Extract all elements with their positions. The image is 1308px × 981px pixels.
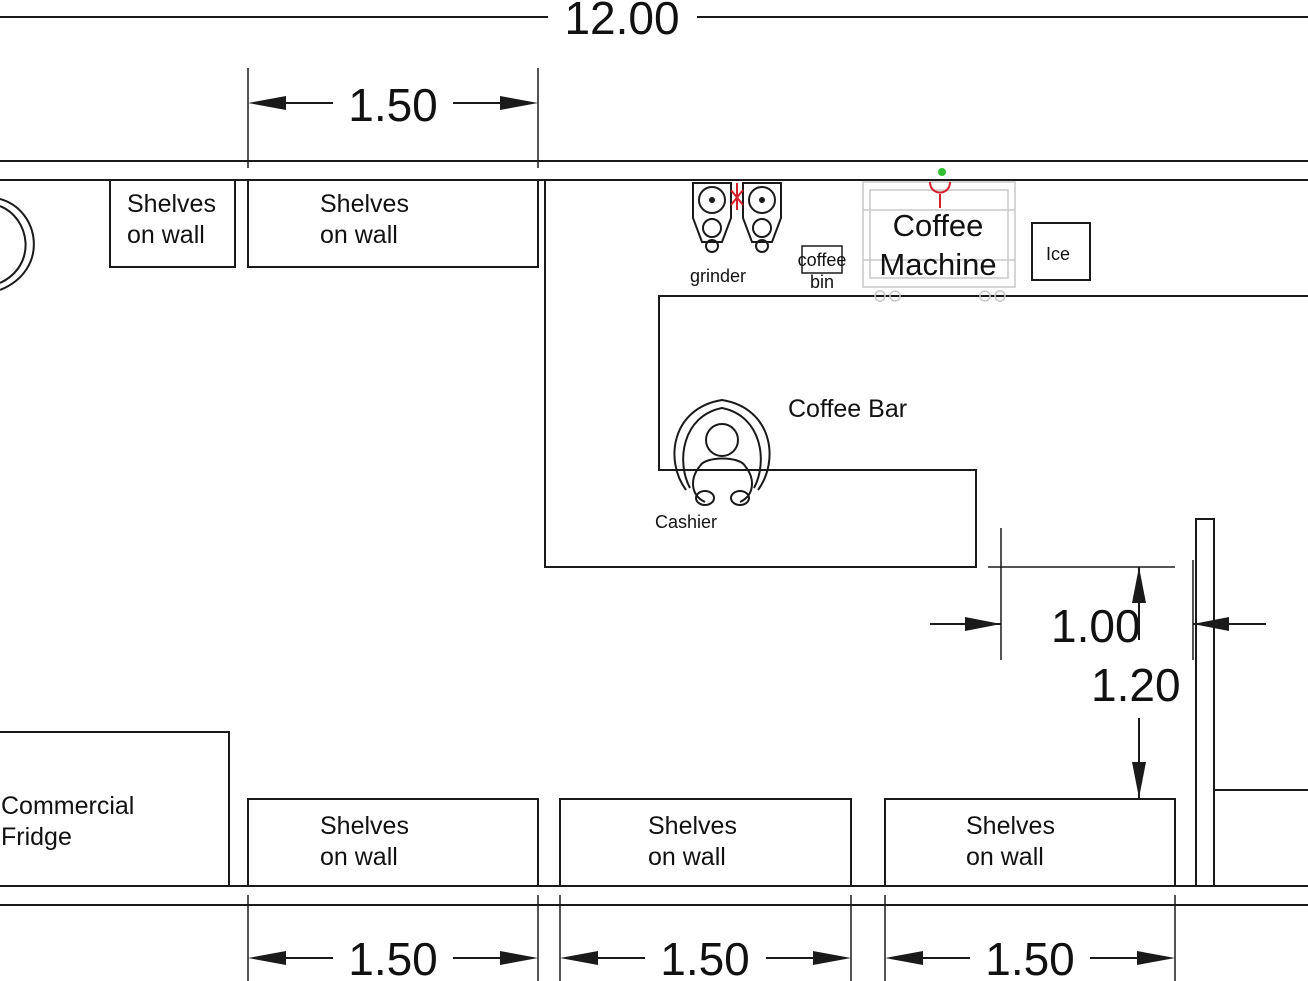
shelf-top-small-line2: on wall bbox=[127, 221, 205, 249]
coffee-machine: Coffee Machine bbox=[862, 168, 1016, 302]
fridge-line2: Fridge bbox=[1, 823, 72, 851]
shelf-top-small: Shelves on wall bbox=[109, 179, 236, 268]
coffee-bin-line1: coffee bbox=[798, 250, 847, 270]
gap-h-dimension: 1.00 bbox=[930, 528, 1266, 660]
right-partition bbox=[1195, 518, 1308, 886]
shelf-bottom-3-line2: on wall bbox=[966, 843, 1044, 871]
coffee-bin: coffee bin bbox=[798, 245, 847, 292]
commercial-fridge: Commercial Fridge bbox=[0, 731, 230, 887]
coffee-bar-counter bbox=[544, 180, 1308, 568]
ice-bin: Ice bbox=[1031, 222, 1091, 281]
door-swing-inner bbox=[0, 205, 27, 284]
fridge-line1: Commercial bbox=[1, 792, 134, 820]
gap-v-dimension: 1.20 bbox=[988, 566, 1181, 798]
coffee-machine-line2: Machine bbox=[879, 247, 996, 282]
shelf-top-large: Shelves on wall bbox=[247, 179, 539, 268]
shelf-top-large-line2: on wall bbox=[320, 221, 398, 249]
shelf-bottom-3: Shelves on wall bbox=[884, 798, 1176, 887]
shelf-top-small-line1: Shelves bbox=[127, 190, 216, 218]
coffee-bin-line2: bin bbox=[810, 272, 834, 292]
coffee-machine-line1: Coffee bbox=[893, 208, 984, 243]
shelf-bottom-2: Shelves on wall bbox=[559, 798, 852, 887]
cashier-icon bbox=[673, 398, 771, 506]
top-shelf-dimension: 1.50 bbox=[247, 68, 539, 168]
bottom-dimension-1: 1.50 bbox=[247, 895, 539, 981]
grinder-icon bbox=[692, 182, 782, 253]
overall-dimension-label: 12.00 bbox=[564, 0, 679, 44]
ice-label: Ice bbox=[1046, 244, 1070, 264]
shelf-bottom-1-line1: Shelves bbox=[320, 812, 409, 840]
top-shelf-dimension-label: 1.50 bbox=[348, 79, 438, 131]
gap-v-dimension-label: 1.20 bbox=[1091, 659, 1181, 711]
shelf-bottom-2-line2: on wall bbox=[648, 843, 726, 871]
indicator-light-icon bbox=[938, 168, 946, 176]
coffee-bar-label: Coffee Bar bbox=[788, 395, 907, 423]
overall-dimension: 12.00 bbox=[0, 0, 1308, 44]
grinder-label: grinder bbox=[690, 266, 746, 286]
bottom-wall bbox=[0, 885, 1308, 906]
bottom-dimension-1-label: 1.50 bbox=[348, 933, 438, 981]
shelf-bottom-1: Shelves on wall bbox=[247, 798, 539, 887]
shelf-top-large-line1: Shelves bbox=[320, 190, 409, 218]
shelf-bottom-1-line2: on wall bbox=[320, 843, 398, 871]
shelf-bottom-3-line1: Shelves bbox=[966, 812, 1055, 840]
bottom-dimension-2-label: 1.50 bbox=[660, 933, 750, 981]
top-wall bbox=[0, 160, 1308, 181]
door-swing bbox=[0, 198, 35, 291]
bottom-dimension-2: 1.50 bbox=[559, 895, 852, 981]
bottom-dimension-3: 1.50 bbox=[884, 895, 1176, 981]
cashier-label: Cashier bbox=[655, 512, 717, 532]
shelf-bottom-2-line1: Shelves bbox=[648, 812, 737, 840]
bottom-dimension-3-label: 1.50 bbox=[985, 933, 1075, 981]
gap-h-dimension-label: 1.00 bbox=[1051, 600, 1141, 652]
